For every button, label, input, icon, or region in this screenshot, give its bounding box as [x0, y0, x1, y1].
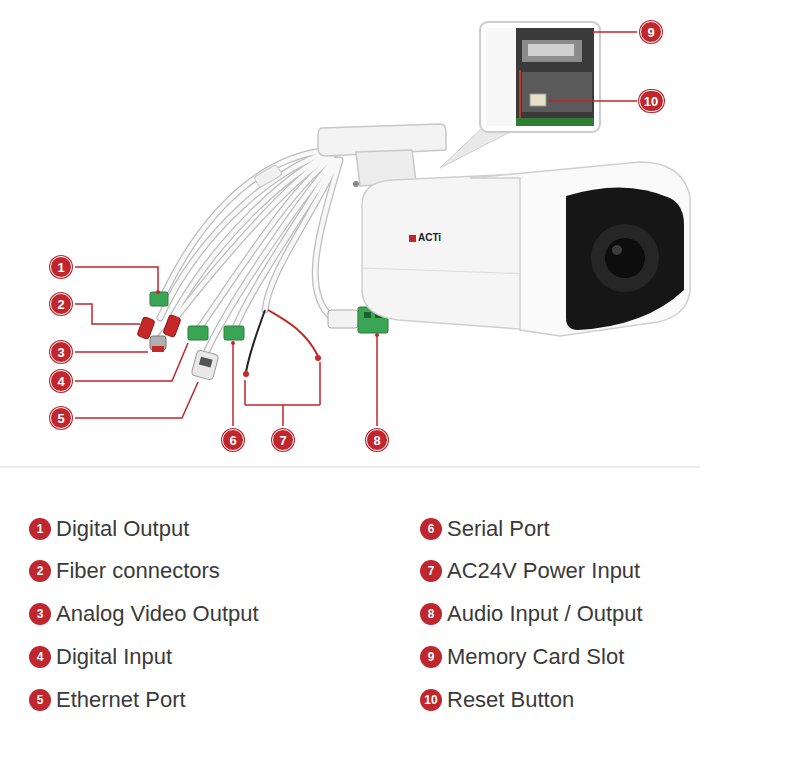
part-list-item: 6Serial Port	[420, 516, 550, 542]
callout-number-text: 7	[279, 434, 286, 447]
callout-number-text: 5	[57, 412, 64, 425]
power-wires	[243, 310, 321, 377]
inset-pointer	[440, 128, 510, 168]
callout-number: 6	[420, 518, 442, 540]
callout-number: 2	[50, 293, 72, 315]
callout-number: 1	[50, 256, 72, 278]
callout-number: 7	[272, 429, 294, 451]
callout-number-text: 9	[647, 26, 654, 39]
callout-number: 8	[366, 429, 388, 451]
callout-number: 9	[640, 21, 662, 43]
callout-number: 6	[222, 429, 244, 451]
callout-number: 5	[29, 689, 51, 711]
callout-number-text: 8	[373, 434, 380, 447]
callout-number: 3	[29, 603, 51, 625]
callout-number: 10	[639, 90, 664, 112]
part-list-item: 7AC24V Power Input	[420, 558, 640, 584]
part-list-item: 8Audio Input / Output	[420, 601, 643, 627]
part-name: Fiber connectors	[56, 558, 220, 584]
part-name: Audio Input / Output	[447, 601, 643, 627]
callout-number-text: 2	[57, 298, 64, 311]
part-name: Ethernet Port	[56, 687, 186, 713]
callout-number: 2	[29, 560, 51, 582]
wall-mount	[318, 124, 446, 186]
cable-bundle	[160, 150, 340, 355]
callout-number: 9	[420, 646, 442, 668]
part-list-item: 1Digital Output	[29, 516, 189, 542]
part-name: Digital Input	[56, 644, 172, 670]
leader-lines	[75, 32, 637, 426]
inset-detail	[480, 22, 600, 132]
callout-number: 7	[420, 560, 442, 582]
part-name: Digital Output	[56, 516, 189, 542]
callout-number: 1	[29, 518, 51, 540]
callout-number: 10	[420, 689, 442, 711]
part-name: Serial Port	[447, 516, 550, 542]
callout-number: 5	[50, 407, 72, 429]
part-list-item: 2Fiber connectors	[29, 558, 220, 584]
brand-logo: ACTi	[418, 232, 441, 243]
callout-number-text: 1	[57, 261, 64, 274]
separator-line	[0, 466, 700, 468]
connectors	[137, 292, 388, 380]
camera-body	[353, 162, 690, 336]
callout-number: 8	[420, 603, 442, 625]
part-name: Analog Video Output	[56, 601, 259, 627]
callout-number-text: 4	[57, 375, 64, 388]
callout-number: 4	[50, 370, 72, 392]
callout-number: 4	[29, 646, 51, 668]
callout-number-text: 3	[57, 346, 64, 359]
part-name: AC24V Power Input	[447, 558, 640, 584]
part-list-item: 10Reset Button	[420, 687, 574, 713]
callout-number-text: 10	[644, 95, 658, 108]
callout-number-text: 6	[229, 434, 236, 447]
part-list-item: 3Analog Video Output	[29, 601, 259, 627]
part-list-item: 5Ethernet Port	[29, 687, 186, 713]
part-name: Memory Card Slot	[447, 644, 624, 670]
part-list-item: 9Memory Card Slot	[420, 644, 624, 670]
part-name: Reset Button	[447, 687, 574, 713]
part-list-item: 4Digital Input	[29, 644, 172, 670]
callout-number: 3	[50, 341, 72, 363]
